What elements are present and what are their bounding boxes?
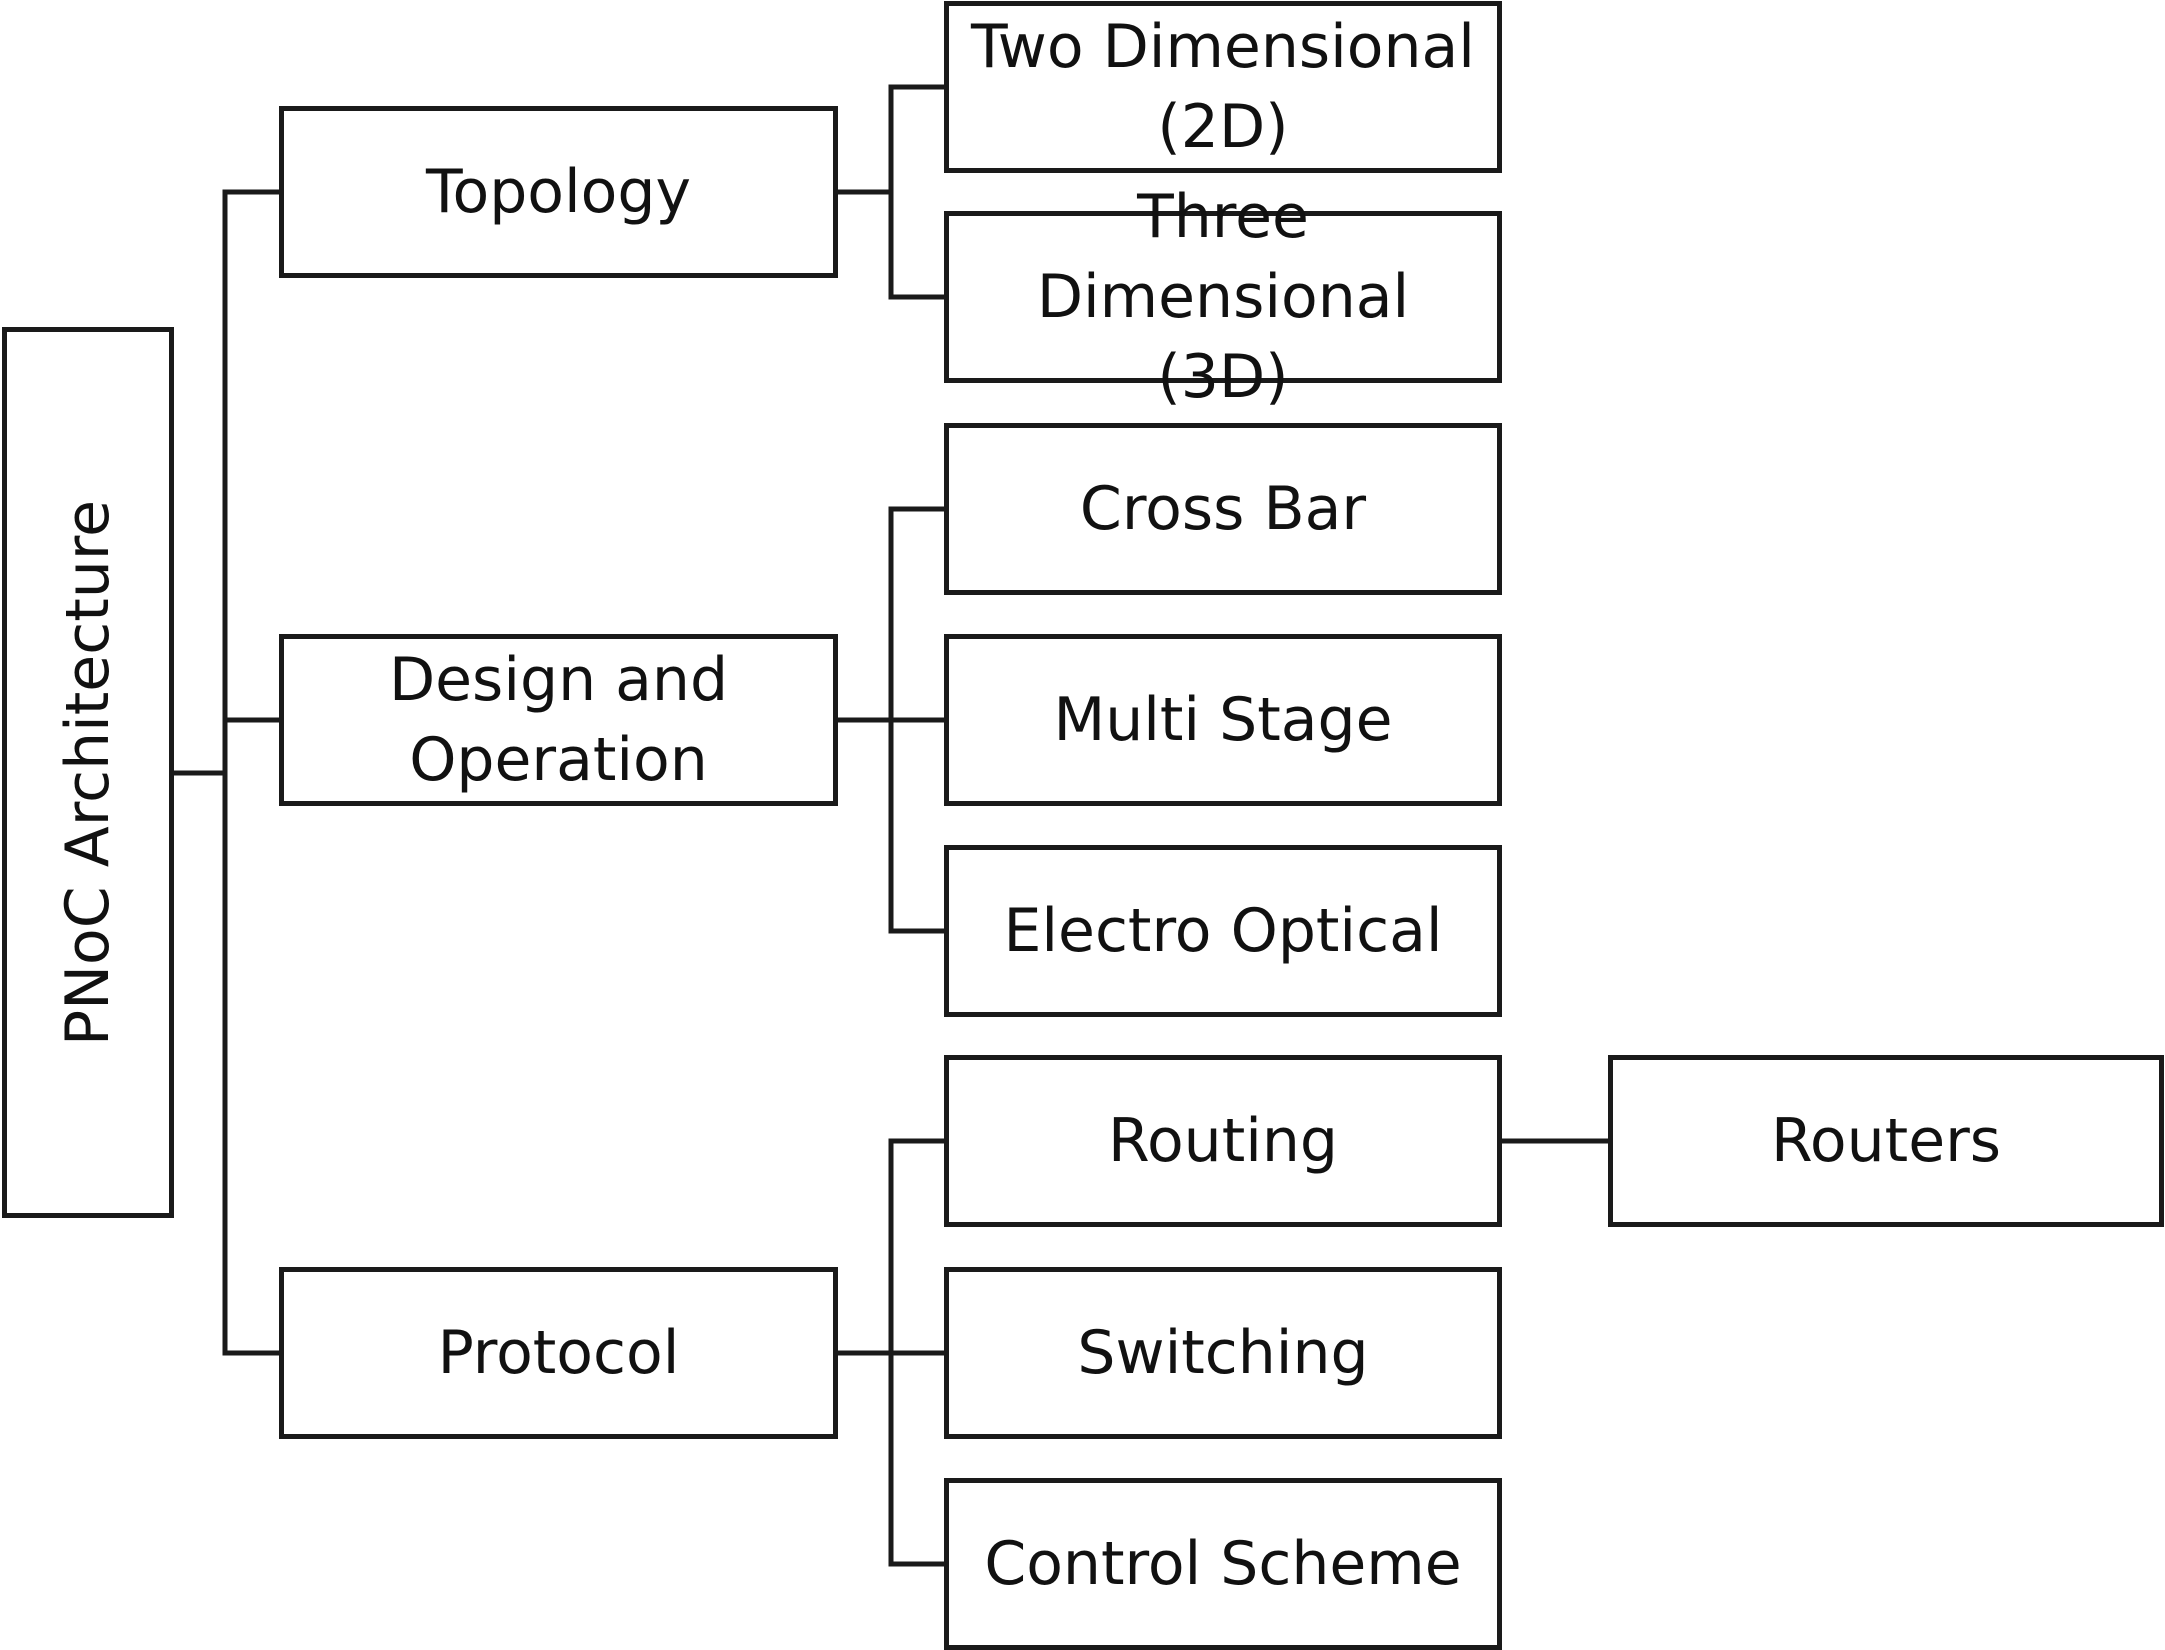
root-node: PNoC Architecture — [2, 327, 174, 1218]
node-topology: Topology — [279, 106, 838, 278]
node-design-and-operation-label: Design and Operation — [388, 645, 729, 795]
node-topology-label: Topology — [426, 157, 691, 227]
node-multi-stage-label: Multi Stage — [1053, 685, 1393, 755]
node-switching: Switching — [944, 1267, 1502, 1439]
node-routers: Routers — [1608, 1055, 2164, 1227]
node-protocol: Protocol — [279, 1267, 838, 1439]
node-electro-optical: Electro Optical — [944, 845, 1502, 1017]
node-control-scheme-label: Control Scheme — [984, 1529, 1462, 1599]
node-switching-label: Switching — [1077, 1318, 1369, 1388]
node-routers-label: Routers — [1770, 1106, 2002, 1176]
node-two-dimensional: Two Dimensional (2D) — [944, 1, 1502, 173]
node-cross-bar-label: Cross Bar — [1079, 474, 1367, 544]
node-three-dimensional: Three Dimensional (3D) — [944, 182, 1502, 412]
node-routing: Routing — [944, 1055, 1502, 1227]
node-protocol-label: Protocol — [437, 1318, 680, 1388]
node-cross-bar: Cross Bar — [944, 423, 1502, 595]
node-electro-optical-label: Electro Optical — [1003, 896, 1443, 966]
node-multi-stage: Multi Stage — [944, 634, 1502, 806]
root-label: PNoC Architecture — [53, 499, 124, 1046]
node-routing-label: Routing — [1107, 1106, 1339, 1176]
node-control-scheme: Control Scheme — [944, 1478, 1502, 1650]
node-three-dimensional-label: Three Dimensional (3D) — [1036, 182, 1410, 412]
node-design-and-operation: Design and Operation — [279, 634, 838, 806]
node-two-dimensional-label: Two Dimensional (2D) — [971, 12, 1475, 162]
